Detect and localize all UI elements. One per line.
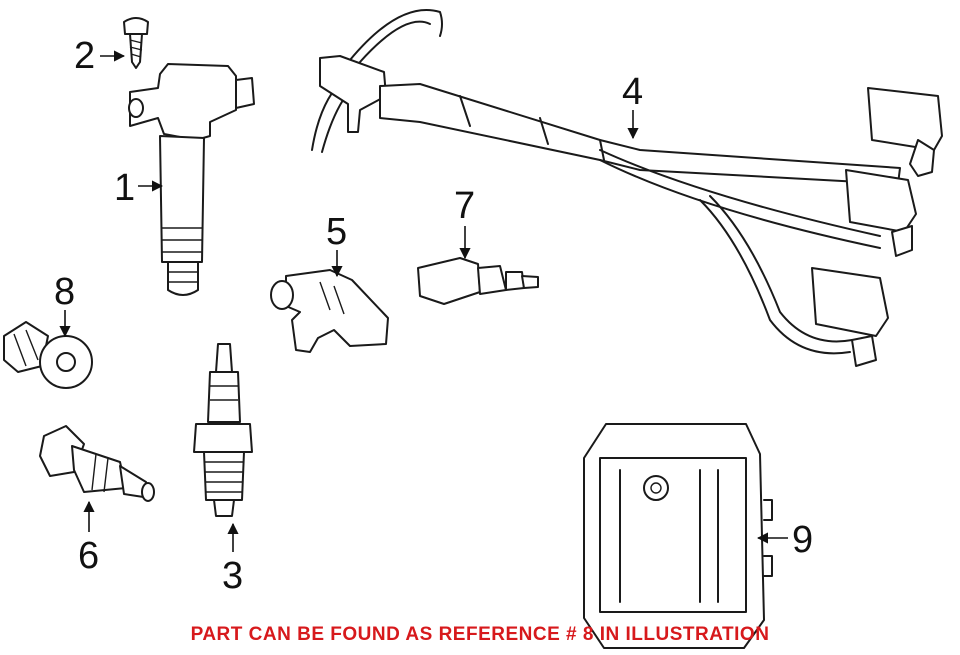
part-2-bolt[interactable] xyxy=(123,17,149,69)
callout-5: 5 xyxy=(326,211,347,253)
part-5-sensor[interactable] xyxy=(270,269,389,353)
callout-3: 3 xyxy=(222,555,243,597)
part-6-sensor[interactable] xyxy=(39,425,155,502)
callout-6: 6 xyxy=(78,535,99,577)
callout-7: 7 xyxy=(454,185,475,227)
callout-1: 1 xyxy=(114,167,135,209)
reference-note: PART CAN BE FOUND AS REFERENCE # 8 IN IL… xyxy=(190,624,770,645)
callout-9: 9 xyxy=(792,519,813,561)
callout-2: 2 xyxy=(74,35,95,77)
part-1-ignition-coil[interactable] xyxy=(128,63,255,296)
part-9-ecm[interactable] xyxy=(583,423,773,649)
part-7-temp-sensor[interactable] xyxy=(417,257,539,305)
part-4-wire-harness[interactable] xyxy=(311,9,943,367)
callout-4: 4 xyxy=(622,71,643,113)
part-8-knock-sensor[interactable] xyxy=(3,321,93,389)
callout-8: 8 xyxy=(54,271,75,313)
part-3-spark-plug[interactable] xyxy=(193,343,253,517)
